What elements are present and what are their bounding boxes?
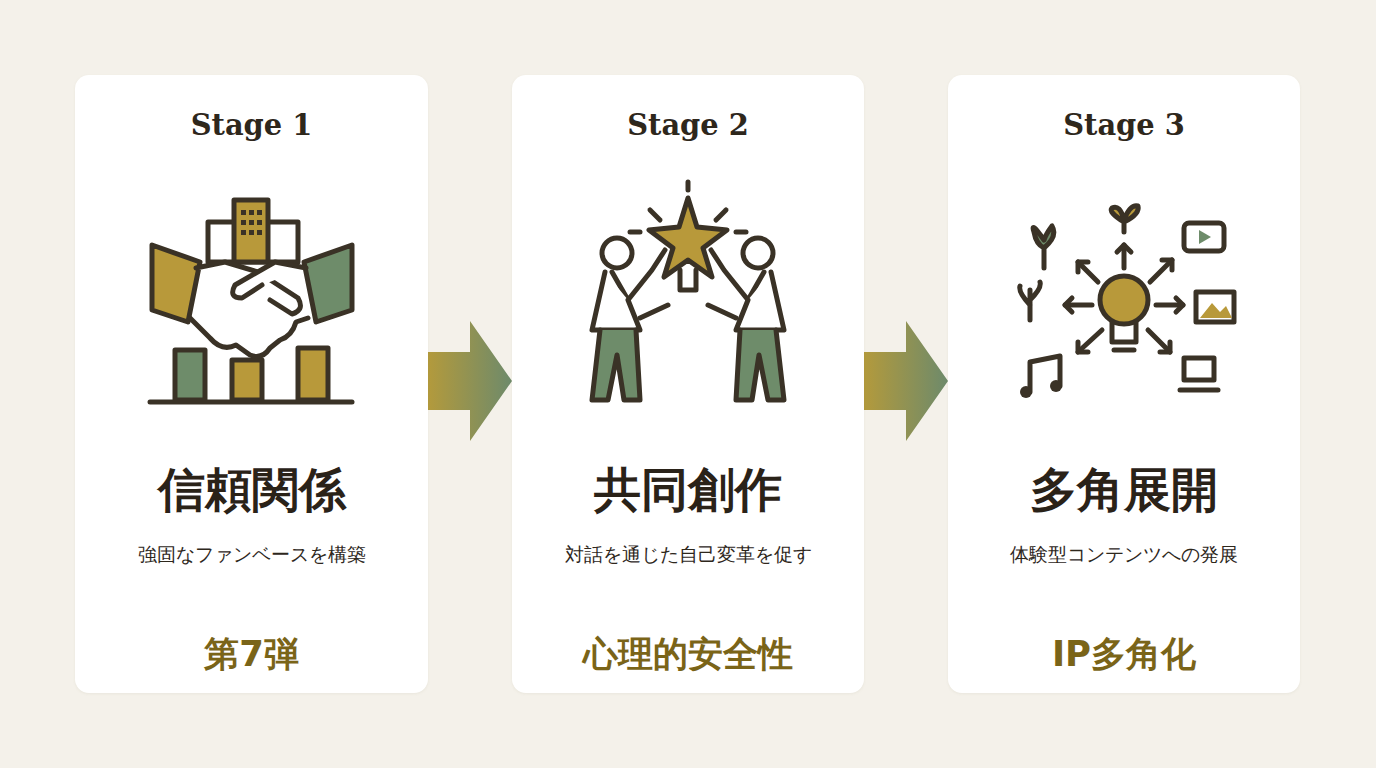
stage-card: Stage 3 多角展開体験型コンテンツへの発展 IP多角化 — [948, 75, 1300, 693]
stage-card: Stage 2 共同創作対話を通じた自己変革を促す心理的安全性 — [512, 75, 864, 693]
stage-heading: Stage 2 — [524, 108, 852, 142]
stage-keyword: 第7弾 — [87, 631, 416, 679]
stage-card: Stage 1 信頼関係強固なファンベースを構築第7弾 — [75, 75, 428, 693]
diversification-icon — [1020, 206, 1234, 398]
stage-title: 共同創作 — [524, 459, 852, 522]
stage-subtitle: 対話を通じた自己変革を促す — [524, 542, 852, 568]
stage-subtitle: 体験型コンテンツへの発展 — [960, 542, 1288, 568]
stage-subtitle: 強固なファンベースを構築 — [87, 542, 416, 568]
handshake-icon — [150, 200, 352, 402]
flow-arrow — [864, 321, 948, 441]
stage-title: 多角展開 — [960, 459, 1288, 522]
stage-title: 信頼関係 — [87, 459, 416, 522]
stage-heading: Stage 3 — [960, 108, 1288, 142]
co-creation-icon — [592, 182, 784, 400]
stage-heading: Stage 1 — [87, 108, 416, 142]
stage-keyword: IP多角化 — [960, 631, 1288, 679]
stage-keyword: 心理的安全性 — [524, 631, 852, 679]
flow-arrow — [428, 321, 512, 441]
